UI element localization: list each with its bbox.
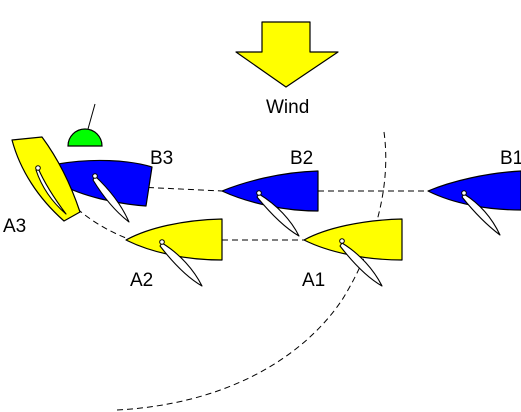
- label-a3: A3: [3, 216, 26, 237]
- boat-a1-mast: [339, 238, 345, 244]
- boat-b2-sail: [256, 193, 300, 237]
- boat-b3-sail: [92, 175, 130, 223]
- boat-a1-hull: [303, 218, 403, 261]
- track-a3-a2: [69, 201, 127, 239]
- boat-b2-mast: [256, 190, 262, 196]
- boat-b2: [221, 170, 319, 237]
- boat-a1: [303, 218, 403, 287]
- mark-flag-pole: [87, 103, 96, 130]
- boat-a2-hull: [125, 218, 223, 261]
- boat-a2-mast: [159, 239, 165, 245]
- label-b1: B1: [500, 148, 521, 169]
- wind-arrow-icon: [235, 21, 339, 88]
- boat-a2: [125, 218, 223, 287]
- boat-b2-hull: [221, 170, 319, 212]
- boat-b3: [57, 159, 153, 223]
- zone-circle-arc: [115, 131, 387, 411]
- track-b3-b2: [137, 186, 223, 192]
- boat-b1: [427, 170, 521, 236]
- boat-a2-sail: [159, 242, 203, 287]
- boat-b1-sail: [461, 193, 501, 236]
- boat-b1-mast: [461, 190, 467, 196]
- boat-b3-hull: [57, 159, 153, 207]
- boat-a3-mast: [35, 165, 41, 171]
- boat-b3-mast: [92, 173, 98, 179]
- label-a1: A1: [302, 270, 325, 291]
- label-a2: A2: [130, 270, 153, 291]
- boat-a1-sail: [339, 242, 383, 287]
- label-b3: B3: [150, 148, 173, 169]
- mark-dome: [67, 128, 103, 147]
- wind-label: Wind: [266, 97, 309, 118]
- boat-a3: [11, 136, 81, 222]
- boat-a3-sail: [35, 167, 67, 215]
- label-b2: B2: [290, 148, 313, 169]
- boat-b1-hull: [427, 170, 521, 211]
- wind-arrow-shape: [235, 21, 339, 88]
- boat-a3-hull: [11, 136, 81, 222]
- green-mark-buoy-icon: [67, 103, 103, 147]
